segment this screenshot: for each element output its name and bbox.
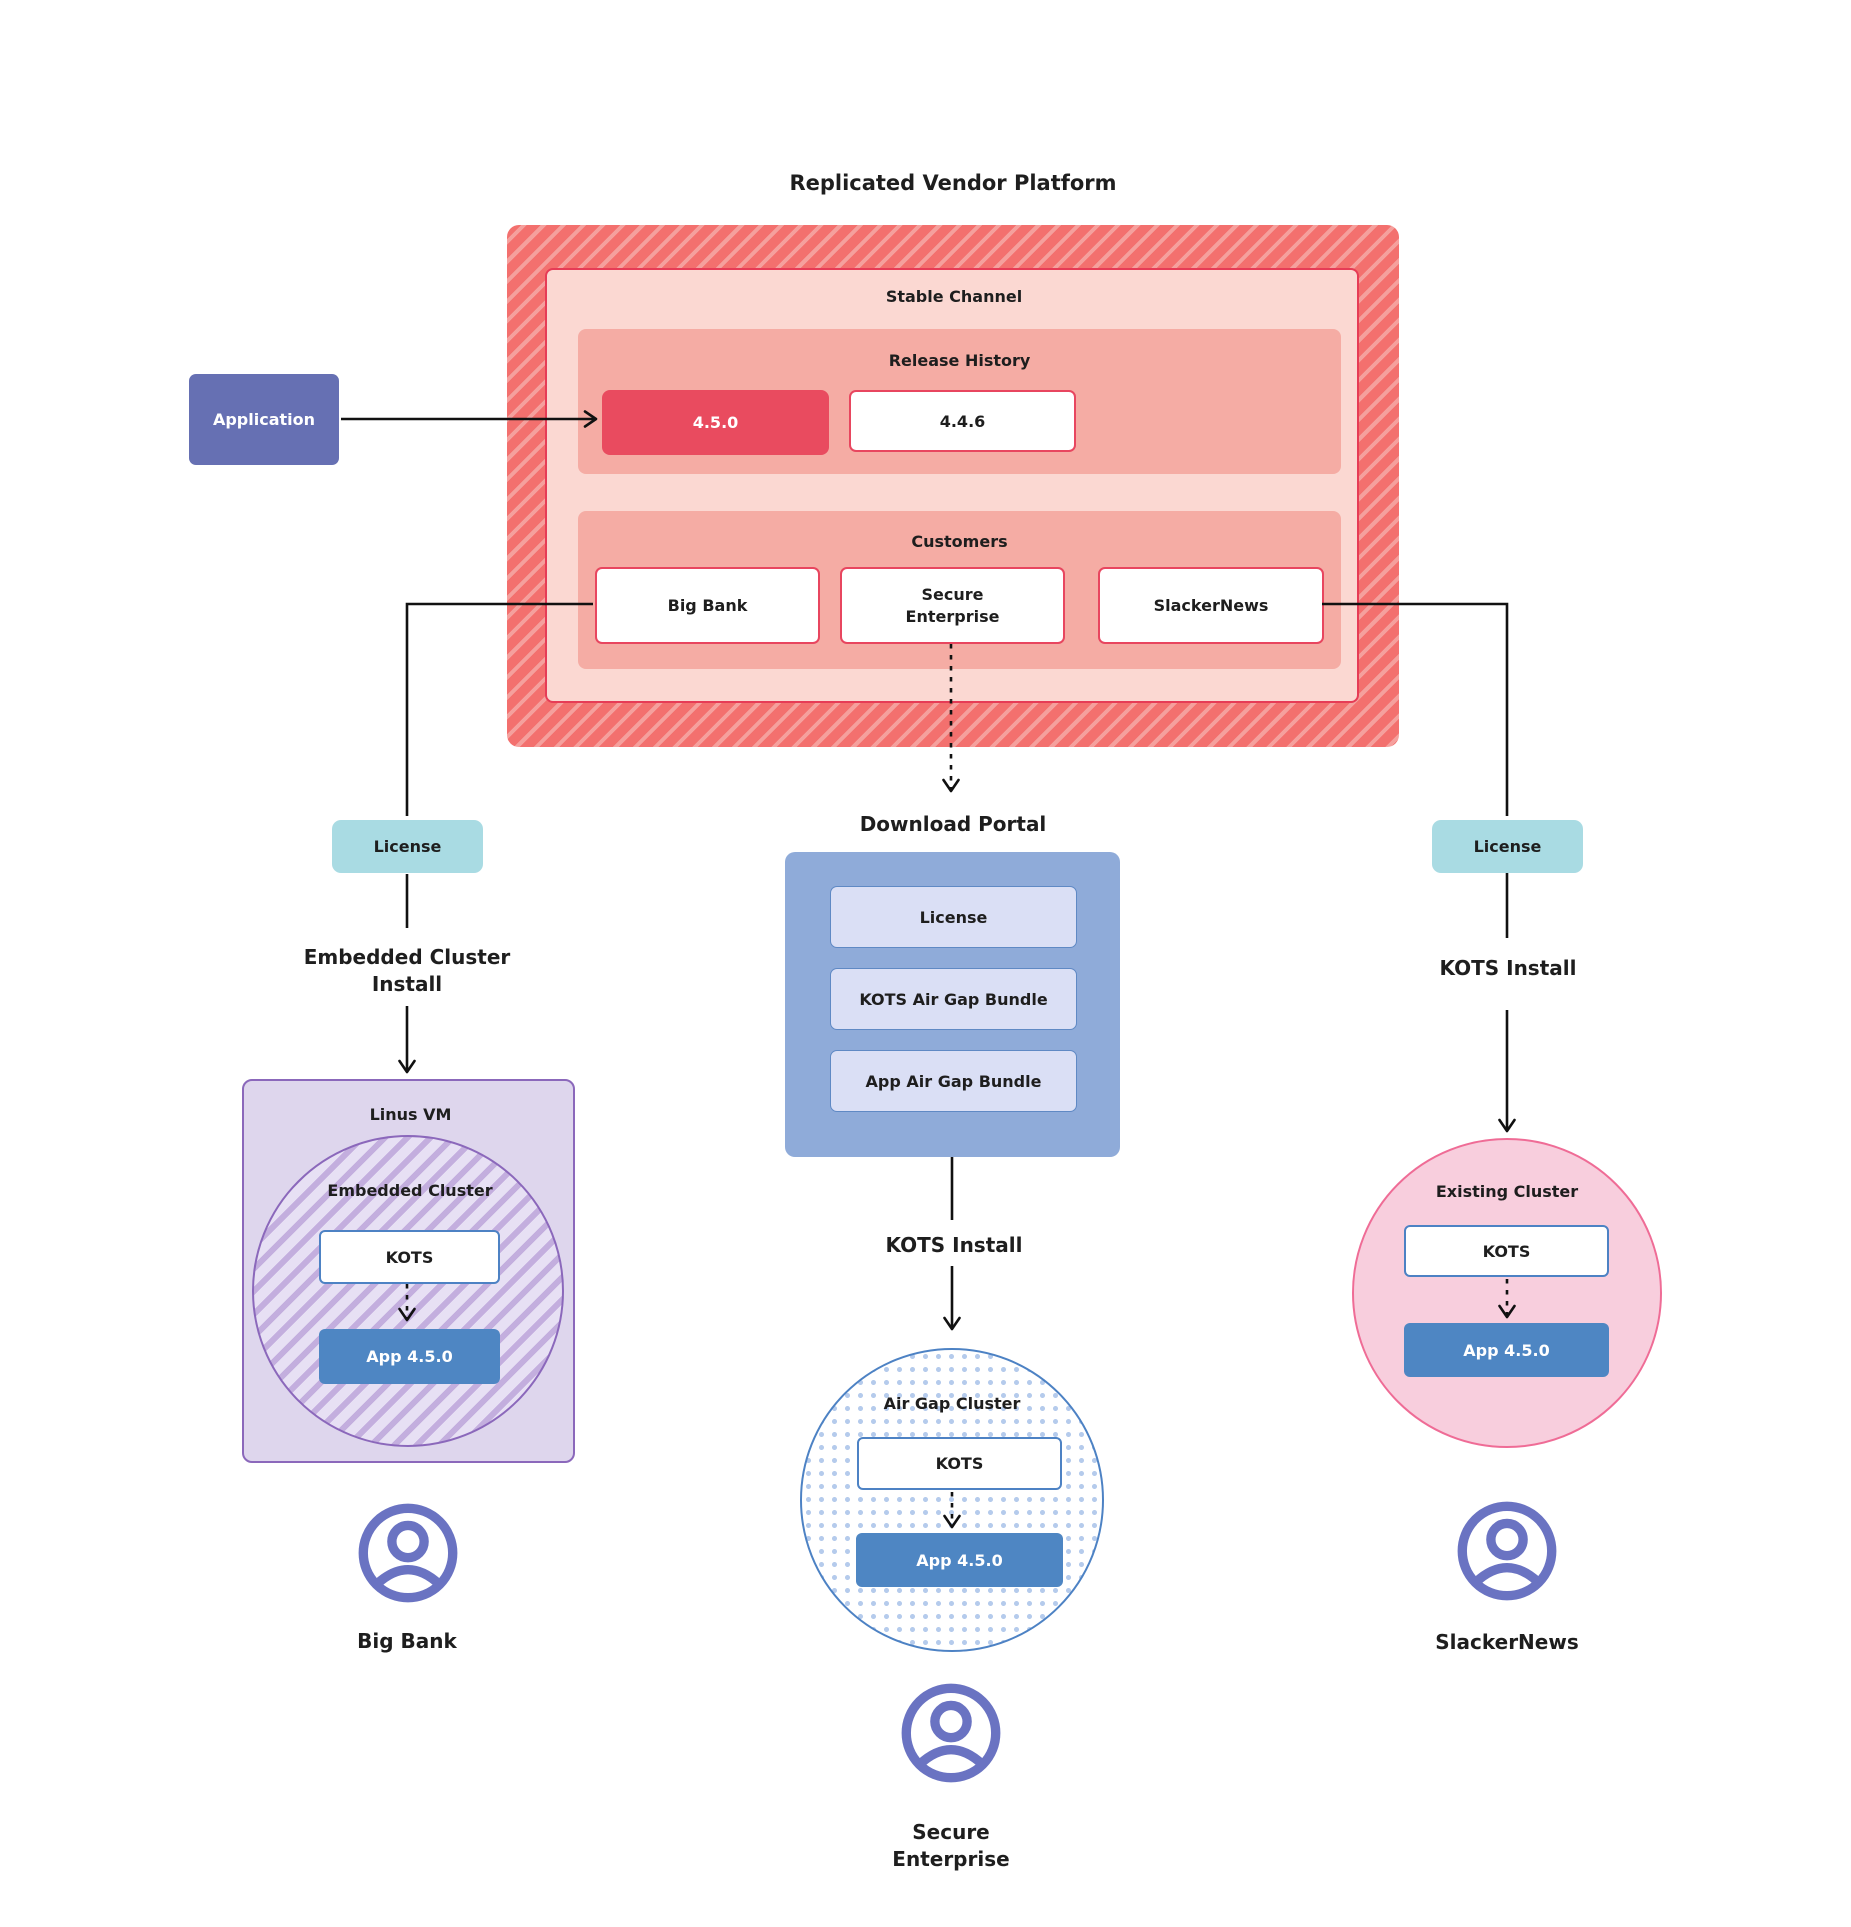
app-node-left: App 4.5.0 (319, 1329, 500, 1384)
customers-container: Customers Big Bank Secure Enterprise Sla… (578, 511, 1341, 669)
embedded-cluster-label: Embedded Cluster (327, 1180, 493, 1200)
application-node: Application (189, 374, 339, 465)
page-title: Replicated Vendor Platform (789, 171, 1117, 195)
secure-enterprise-user-label: Secure Enterprise (892, 1820, 1010, 1871)
customers-label: Customers (911, 531, 1008, 551)
linux-vm-label: Linus VM (369, 1104, 452, 1124)
portal-license-item: License (830, 886, 1077, 948)
app-node-right: App 4.5.0 (1404, 1323, 1609, 1377)
kots-install-label-right: KOTS Install (1439, 956, 1577, 980)
slackernews-user-label: SlackerNews (1435, 1630, 1579, 1654)
customer-slackernews: SlackerNews (1098, 567, 1324, 644)
release-4-4-6: 4.4.6 (849, 390, 1076, 452)
customer-secure-enterprise: Secure Enterprise (840, 567, 1065, 644)
download-portal-label: Download Portal (859, 812, 1047, 836)
embedded-cluster-install-label: Embedded Cluster Install (303, 945, 511, 996)
stable-channel-label: Stable Channel (885, 286, 1023, 306)
kots-node-right: KOTS (1404, 1225, 1609, 1277)
release-history-container: Release History 4.5.0 4.4.6 (578, 329, 1341, 474)
user-icon (901, 1683, 1001, 1783)
license-node-left: License (332, 820, 483, 873)
vendor-platform-container: Stable Channel Release History 4.5.0 4.4… (507, 225, 1399, 747)
app-node-middle: App 4.5.0 (856, 1533, 1063, 1587)
customer-big-bank: Big Bank (595, 567, 820, 644)
user-icon (1457, 1501, 1557, 1601)
kots-install-label-middle: KOTS Install (885, 1233, 1023, 1257)
portal-app-bundle-item: App Air Gap Bundle (830, 1050, 1077, 1112)
release-4-5-0: 4.5.0 (602, 390, 829, 455)
release-history-label: Release History (888, 350, 1031, 370)
existing-cluster-label: Existing Cluster (1435, 1181, 1579, 1201)
user-icon (358, 1503, 458, 1603)
stable-channel-container: Stable Channel Release History 4.5.0 4.4… (545, 268, 1359, 703)
big-bank-user-label: Big Bank (357, 1629, 457, 1653)
portal-kots-bundle-item: KOTS Air Gap Bundle (830, 968, 1077, 1030)
download-portal-container: License KOTS Air Gap Bundle App Air Gap … (785, 852, 1120, 1157)
kots-node-middle: KOTS (857, 1437, 1062, 1490)
license-node-right: License (1432, 820, 1583, 873)
linux-vm-container: Linus VM Embedded Cluster KOTS App 4.5.0 (242, 1079, 575, 1463)
air-gap-cluster-label: Air Gap Cluster (883, 1393, 1021, 1413)
kots-node-left: KOTS (319, 1230, 500, 1284)
